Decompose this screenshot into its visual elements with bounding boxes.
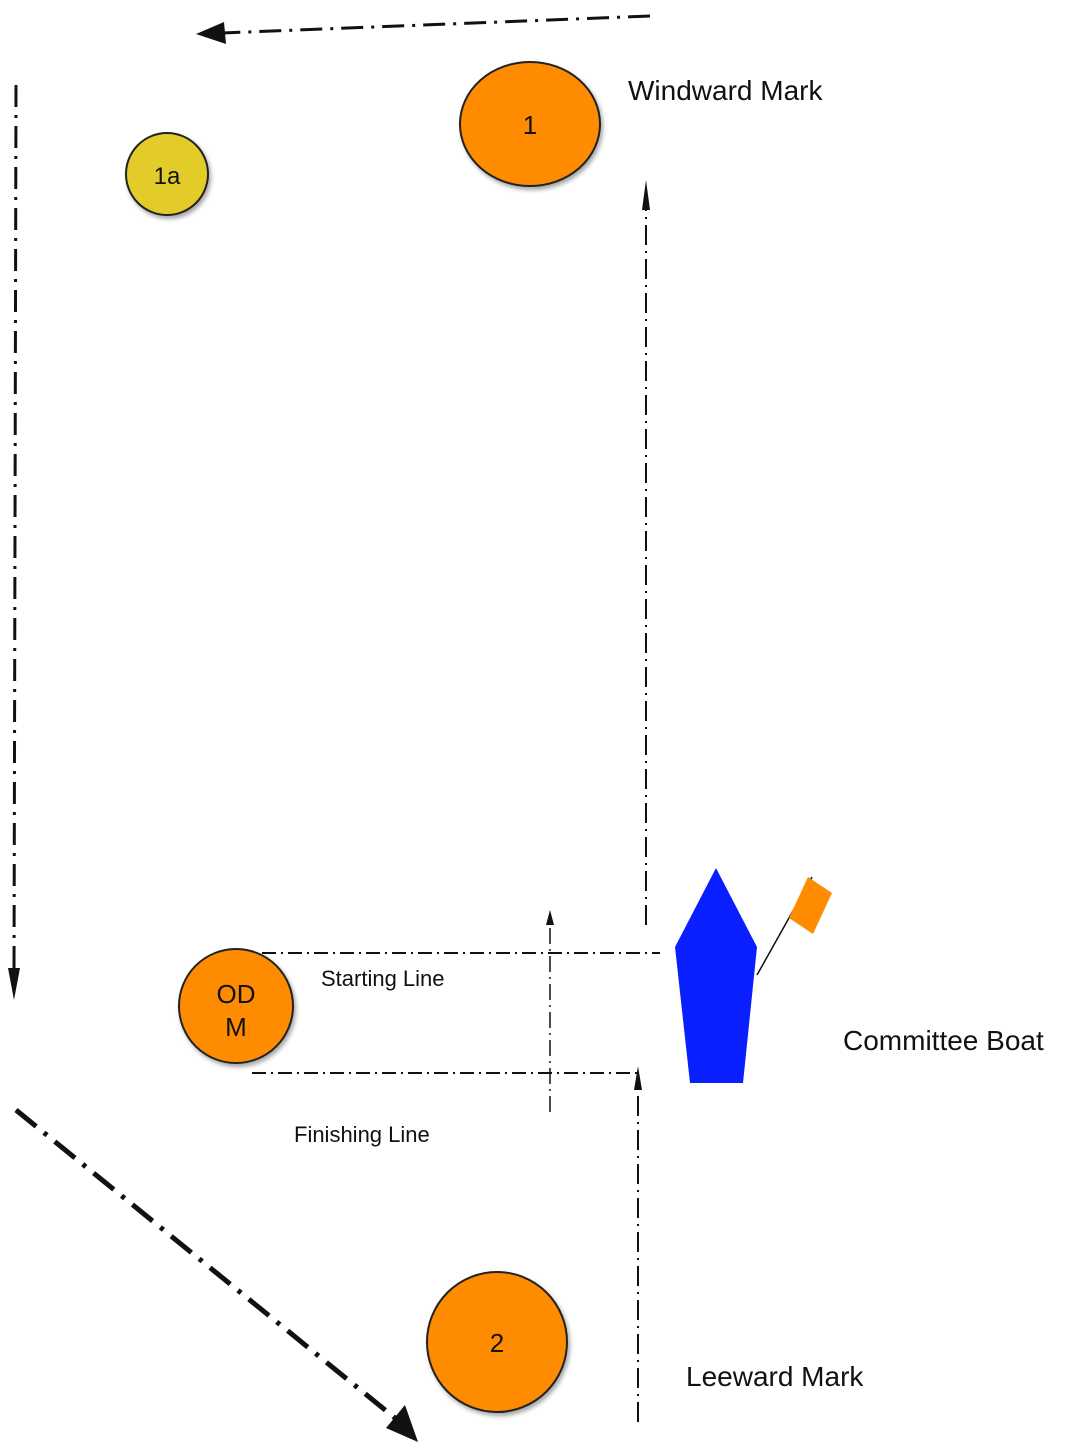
odm-mark-buoy: OD M	[178, 948, 294, 1064]
right-upwind-arrow	[642, 180, 650, 925]
offset-mark-buoy: 1a	[125, 132, 209, 216]
leeward-mark-label: Leeward Mark	[686, 1361, 864, 1392]
mark-1a-label: 1a	[154, 163, 181, 190]
committee-boat-label: Committee Boat	[843, 1025, 1044, 1056]
flag-icon	[789, 877, 832, 934]
leeward-upwind-arrow	[634, 1066, 642, 1422]
diagonal-course-arrow	[14, 1108, 418, 1442]
committee-boat-icon	[675, 868, 832, 1083]
mark-1-label: 1	[523, 110, 537, 140]
left-course-arrow	[8, 84, 20, 1000]
finishing-line-label: Finishing Line	[294, 1122, 430, 1147]
starting-line-label: Starting Line	[321, 966, 445, 991]
center-cross-arrow	[546, 910, 554, 1112]
mark-2-label: 2	[490, 1328, 504, 1358]
odm-label-line2: M	[225, 1012, 247, 1042]
top-course-arrow	[196, 14, 651, 44]
leeward-mark-buoy: 2	[426, 1271, 568, 1413]
windward-mark-label: Windward Mark	[628, 75, 823, 106]
odm-label-line1: OD	[217, 979, 256, 1009]
windward-mark-buoy: 1	[459, 61, 601, 187]
